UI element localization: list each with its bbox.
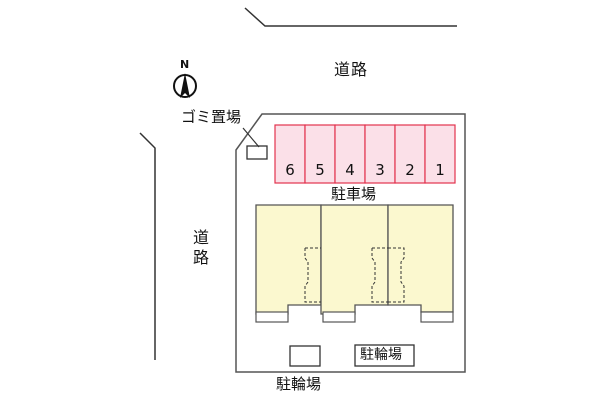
parking-slot-2 <box>394 124 426 184</box>
north-arrow-icon <box>173 73 197 98</box>
unit-1-porch <box>255 311 289 323</box>
bicycle-parking-label-inner: 駐輪場 <box>360 347 402 363</box>
unit-3-porch <box>420 311 454 323</box>
bicycle-parking-label-bottom: 駐輪場 <box>276 375 322 393</box>
bicycle-parking-box-labeled <box>354 344 415 367</box>
parking-slot-4 <box>334 124 366 184</box>
parking-slot-number: 1 <box>435 161 445 179</box>
unit-2-porch <box>322 311 356 323</box>
road-label-top: 道路 <box>334 60 369 79</box>
bicycle-parking-box-small <box>289 345 321 367</box>
parking-slot-number: 4 <box>345 161 355 179</box>
road-label-left: 道路 <box>193 228 210 267</box>
parking-slot-number: 2 <box>405 161 415 179</box>
garbage-area-box <box>246 145 268 160</box>
parking-slot-1 <box>424 124 456 184</box>
building-unit-1 <box>255 204 322 315</box>
building-unit-3 <box>387 204 454 313</box>
unit-3-stair-outline <box>388 247 405 303</box>
parking-area <box>274 124 456 184</box>
building-block <box>255 204 454 323</box>
road-top-edge-line <box>244 7 457 27</box>
compass-north-label: N <box>180 58 190 71</box>
building-unit-2 <box>320 204 389 315</box>
parking-slot-number: 3 <box>375 161 385 179</box>
garbage-leader-line <box>242 127 260 148</box>
unit-2-stair-outline <box>371 247 388 303</box>
parking-slot-number: 6 <box>285 161 295 179</box>
parking-slot-number: 5 <box>315 161 325 179</box>
road-left-edge-line <box>139 132 156 360</box>
parking-slot-5 <box>304 124 336 184</box>
parking-label: 駐車場 <box>331 185 377 203</box>
unit-1-stair-outline <box>304 247 321 303</box>
garbage-area-label: ゴミ置場 <box>181 108 242 126</box>
